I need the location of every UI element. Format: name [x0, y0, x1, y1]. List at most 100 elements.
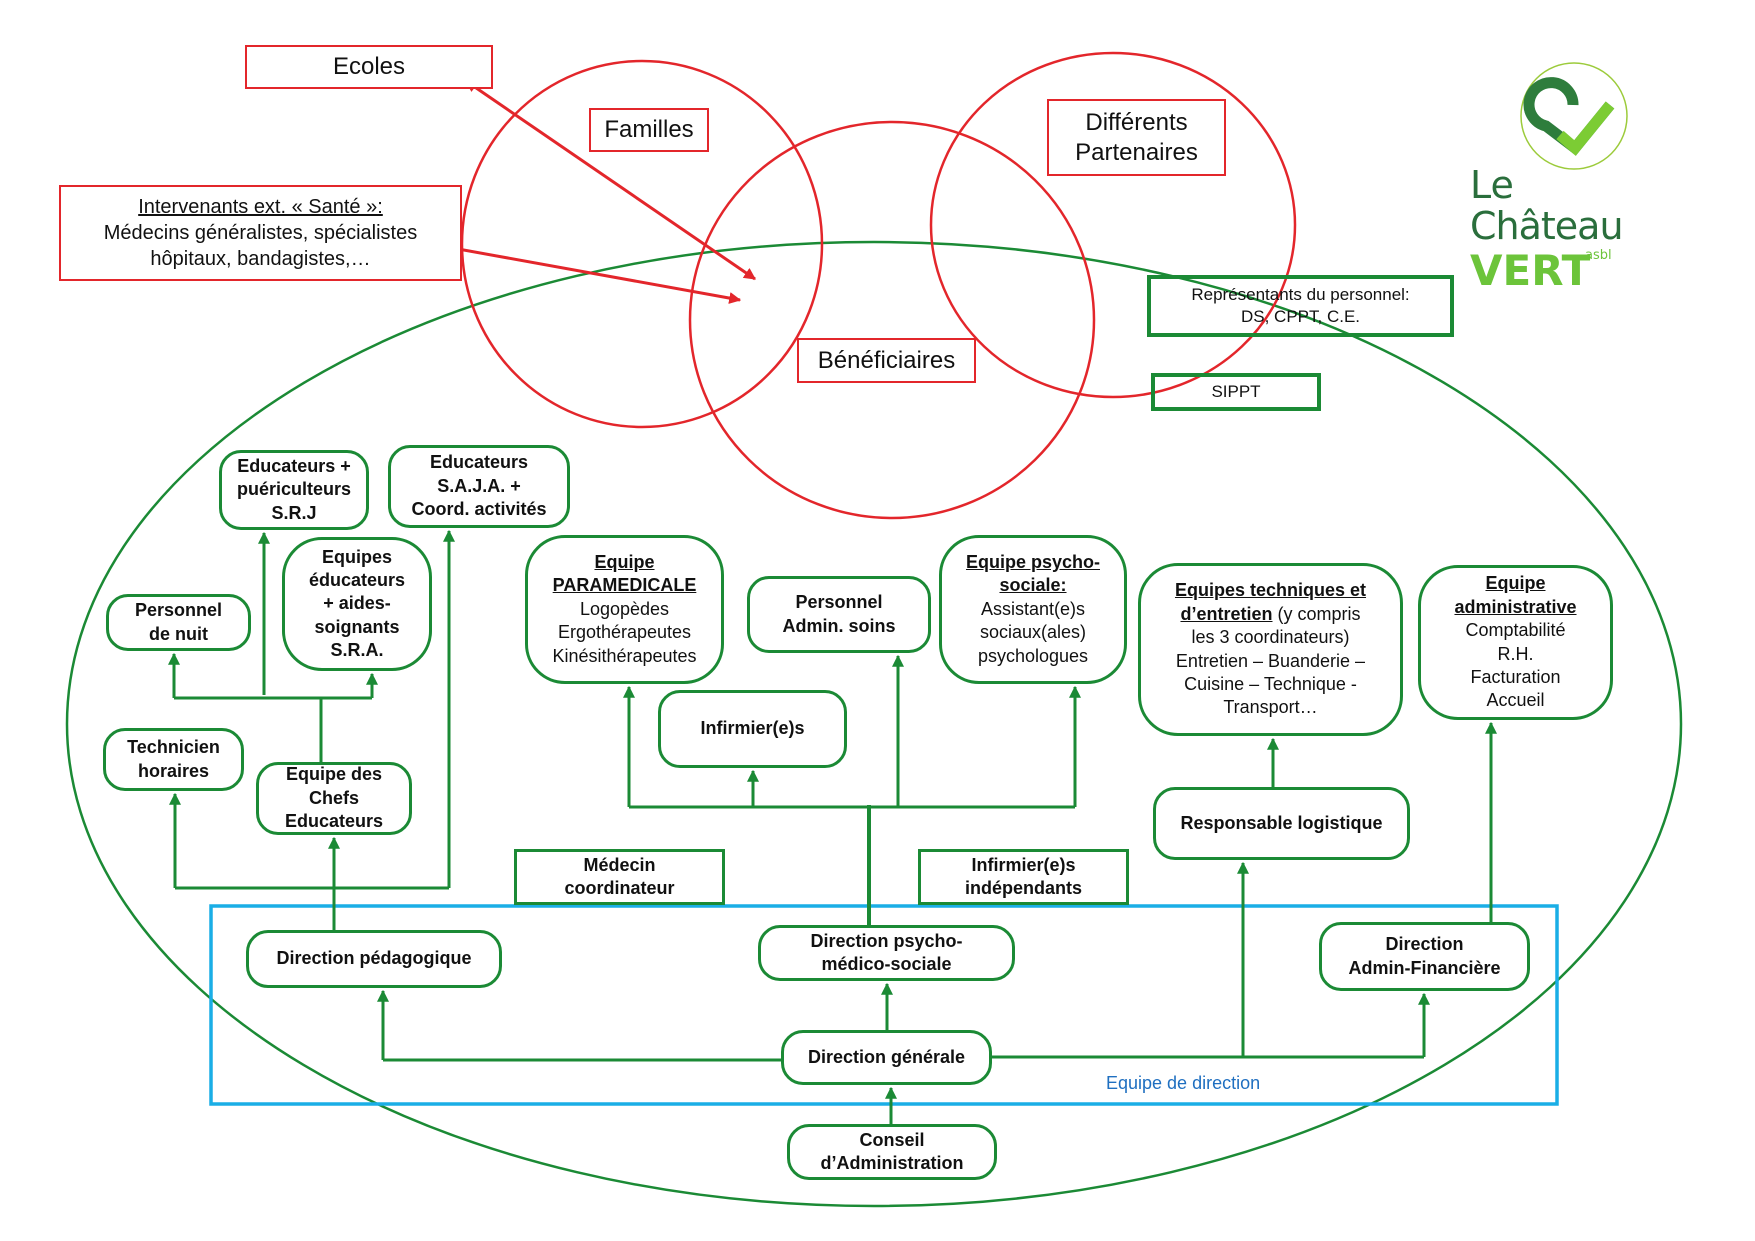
conseil-administration-box: Conseil d’Administration: [787, 1124, 997, 1180]
box-line: Technicien: [127, 737, 220, 758]
box-line: S.R.A.: [330, 640, 384, 661]
technicien-horaires-box: Technicien horaires: [103, 728, 244, 791]
medecin-coordinateur-box: Médecin coordinateur: [514, 849, 725, 905]
box-line: Ergothérapeutes: [557, 622, 692, 643]
intervenants-title: Intervenants ext. « Santé »:: [138, 196, 383, 218]
infirmiers-independants-box: Infirmier(e)s indépendants: [918, 849, 1129, 905]
logo-chateau: Château: [1470, 204, 1624, 248]
box-title: d’entretien: [1180, 603, 1273, 624]
intervenants-box: Intervenants ext. « Santé »: Médecins gé…: [59, 185, 462, 281]
equipe-direction-frame: [209, 904, 1559, 1106]
box-line: Coord. activités: [411, 499, 547, 520]
equipe-direction-label: Equipe de direction: [1106, 1073, 1261, 1093]
box-line: Kinésithérapeutes: [552, 645, 697, 666]
box-line: éducateurs: [308, 569, 406, 590]
box-line: Equipe des: [285, 764, 383, 785]
beneficiaires-circle: [688, 120, 1096, 520]
box-line: S.R.J: [271, 502, 317, 523]
box-line: Chefs: [308, 787, 359, 808]
equipes-sra-box: Equipes éducateurs + aides- soignants S.…: [282, 537, 432, 671]
intervenants-line: hôpitaux, bandagistes,…: [150, 248, 371, 270]
box-line: Comptabilité: [1465, 620, 1566, 641]
ecoles-label: Ecoles: [332, 53, 406, 80]
direction-pedagogique-box: Direction pédagogique: [246, 930, 502, 988]
admin-soins-box: Personnel Admin. soins: [747, 576, 931, 653]
responsable-logistique-box: Responsable logistique: [1153, 787, 1410, 860]
logo-le: Le: [1470, 163, 1514, 207]
box-line: Facturation: [1470, 666, 1561, 687]
equipe-administrative-box: Equipe administrative Comptabilité R.H. …: [1418, 565, 1613, 720]
box-line: d’Administration: [820, 1153, 964, 1173]
box-line: Conseil: [859, 1129, 925, 1150]
educateurs-saja-box: Educateurs S.A.J.A. + Coord. activités: [388, 445, 570, 528]
partenaires-circle: [929, 51, 1297, 399]
box-title: Equipe: [1485, 573, 1546, 594]
sippt-box: SIPPT: [1151, 373, 1321, 411]
partenaires-box: Différents Partenaires: [1047, 99, 1226, 176]
partenaires-line: Partenaires: [1075, 138, 1198, 166]
equipes-techniques-box: Equipes techniques et d’entretien (y com…: [1138, 563, 1403, 736]
direction-generale-box: Direction générale: [781, 1030, 992, 1085]
box-title: sociale:: [999, 575, 1067, 596]
box-line: Admin. soins: [782, 615, 896, 636]
box-line: S.A.J.A. +: [437, 475, 521, 496]
chefs-educateurs-box: Equipe des Chefs Educateurs: [256, 762, 412, 835]
box-line: + aides-: [323, 593, 391, 614]
educateurs-srj-box: Educateurs + puériculteurs S.R.J: [219, 450, 369, 530]
logo-vert: VERT: [1470, 246, 1591, 295]
box-line: Direction pédagogique: [276, 948, 472, 969]
box-line: coordinateur: [564, 878, 675, 898]
box-line: puériculteurs: [236, 479, 352, 500]
box-line: Logopèdes: [579, 598, 670, 619]
infirmiers-box: Infirmier(e)s: [658, 690, 847, 768]
box-title: PARAMEDICALE: [552, 575, 697, 596]
box-line: Responsable logistique: [1180, 812, 1383, 833]
box-title: Equipe psycho-: [965, 552, 1100, 573]
paramedicale-box: Equipe PARAMEDICALE Logopèdes Ergothérap…: [525, 535, 724, 684]
box-line: Direction: [1385, 934, 1464, 955]
box-line: les 3 coordinateurs): [1191, 627, 1350, 648]
box-line: Direction psycho-: [810, 930, 963, 951]
familles-label: Familles: [604, 116, 694, 143]
box-line: Direction générale: [807, 1046, 966, 1067]
box-line: Educateurs: [284, 811, 384, 832]
box-line: Admin-Financière: [1348, 957, 1501, 978]
box-line: psychologues: [977, 645, 1089, 666]
representants-line: Représentants du personnel:: [1191, 284, 1410, 304]
beneficiaires-box: Bénéficiaires: [797, 338, 976, 383]
intervenants-arrow: [423, 239, 742, 304]
box-line: Entretien – Buanderie –: [1175, 650, 1366, 671]
box-line: horaires: [137, 760, 210, 781]
familles-box: Familles: [589, 108, 709, 152]
logo-mark-icon: [1520, 62, 1628, 170]
ecoles-box: Ecoles: [245, 45, 493, 89]
sippt-label: SIPPT: [1211, 381, 1261, 401]
box-line: Médecin: [583, 854, 656, 875]
box-line: Infirmier(e)s: [971, 854, 1076, 875]
beneficiaires-label: Bénéficiaires: [817, 346, 956, 374]
box-title: administrative: [1454, 596, 1577, 617]
box-title: Equipes techniques et: [1174, 580, 1367, 601]
box-line: Assistant(e)s: [980, 598, 1086, 619]
box-line: Transport…: [1223, 697, 1318, 718]
box-line: (y compris: [1272, 603, 1361, 624]
partenaires-line: Différents: [1085, 108, 1188, 136]
intervenants-line: Médecins généralistes, spécialistes: [103, 222, 418, 244]
psycho-sociale-box: Equipe psycho- sociale: Assistant(e)s so…: [939, 535, 1127, 684]
box-line: soignants: [314, 616, 400, 637]
box-line: Educateurs +: [237, 455, 351, 476]
box-line: R.H.: [1497, 643, 1534, 664]
box-line: Personnel: [795, 592, 883, 613]
box-line: Infirmier(e)s: [700, 718, 805, 739]
direction-psycho-medico-box: Direction psycho- médico-sociale: [758, 925, 1015, 981]
box-line: de nuit: [149, 623, 208, 644]
organisation-ellipse: [65, 240, 1683, 1208]
box-line: Accueil: [1486, 690, 1545, 711]
representants-box: Représentants du personnel: DS, CPPT, C.…: [1147, 275, 1454, 337]
box-line: médico-sociale: [821, 954, 952, 974]
box-line: Cuisine – Technique -: [1184, 673, 1357, 694]
representants-line: DS, CPPT, C.E.: [1240, 307, 1361, 326]
box-line: indépendants: [964, 878, 1082, 898]
box-line: Personnel: [134, 600, 223, 621]
